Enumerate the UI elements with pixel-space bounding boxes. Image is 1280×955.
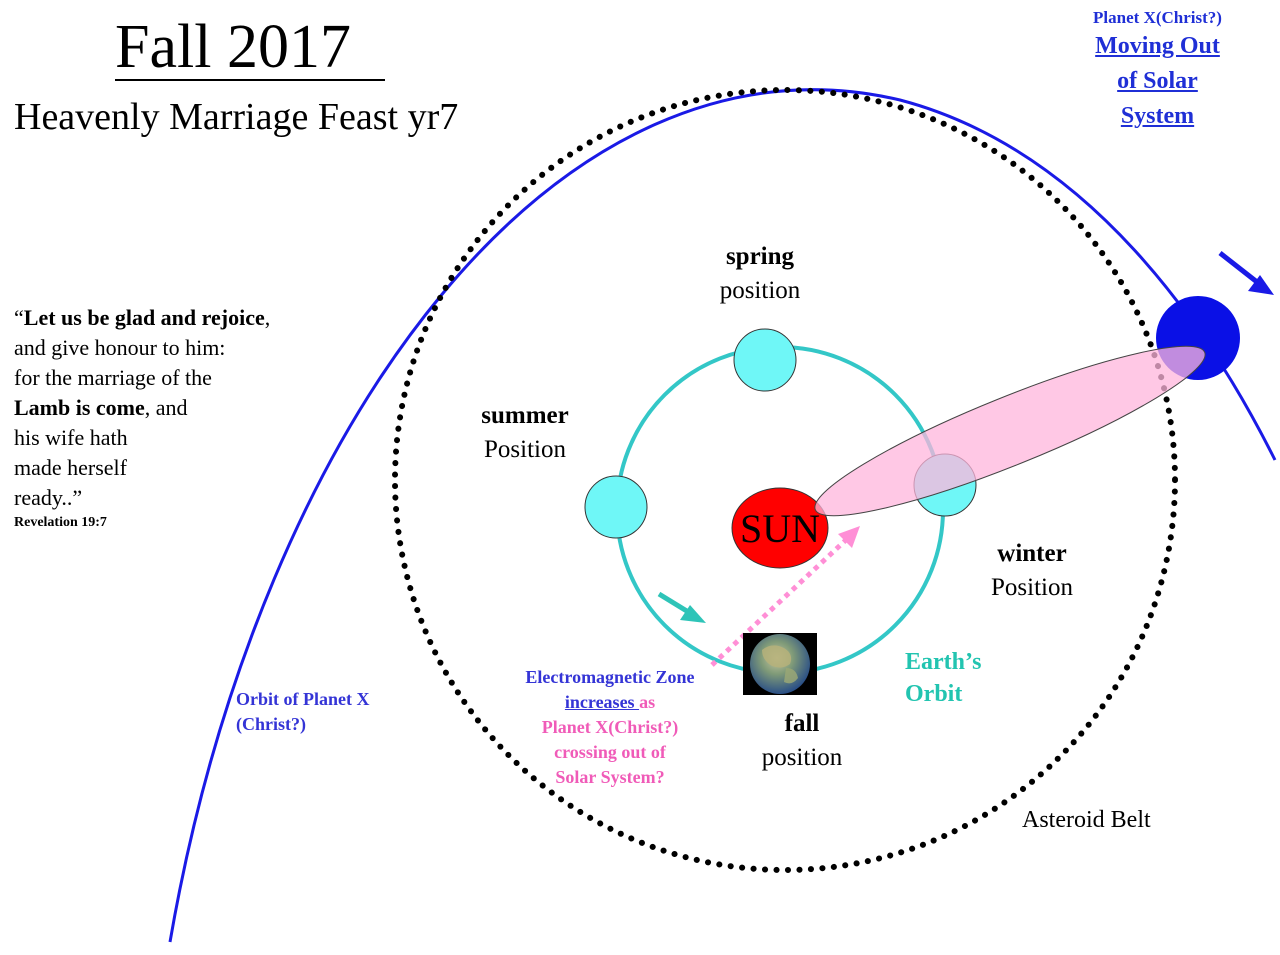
planet-x-orbit-label-line1: Orbit of Planet X [236,689,370,709]
quote-line5: his wife hath [14,425,128,450]
em-zone-line4: crossing out of [554,742,666,762]
earth-orbit-label-line1: Earth’s [905,649,982,675]
scripture-quote: “Let us be glad and rejoice, and give ho… [14,303,270,533]
winter-label-name: winter [997,540,1067,567]
fall-label-name: fall [784,710,820,737]
em-zone-line5: Solar System? [555,767,665,787]
winter-label: winter Position [962,537,1102,605]
quote-reference: Revelation 19:7 [14,515,107,530]
title-underline [115,79,385,81]
spring-label-sub: position [719,277,801,304]
quote-open: “ [14,305,24,330]
planet-x-status-line3: of Solar [1117,68,1198,94]
quote-line6: made herself [14,455,127,480]
page-title: Fall 2017 [115,13,351,81]
planet-x-direction-arrow [1218,251,1259,284]
winter-label-sub: Position [991,574,1073,601]
quote-line3: for the marriage of the [14,365,212,390]
quote-line2: and give honour to him: [14,335,226,360]
em-zone-line1: Electromagnetic Zone [525,667,695,687]
planet-x-direction-arrowhead [1248,275,1274,295]
quote-bold2: Lamb is come [14,395,145,420]
planet-x-status-line2: Moving Out [1095,33,1220,59]
planet-x-orbit-label-line2: (Christ?) [236,714,306,734]
page-subtitle: Heavenly Marriage Feast yr7 [14,96,459,138]
fall-label-sub: position [761,744,843,771]
earth-globe-icon [743,633,817,695]
asteroid-belt [392,87,1178,873]
em-zone-arrowhead [838,526,860,548]
earth-orbit-label: Earth’s Orbit [905,646,981,710]
earth-direction-arrowhead [680,605,706,623]
em-zone-increases: increases [564,692,640,712]
quote-bold1: Let us be glad and rejoice [23,305,265,330]
planet-x-orbit-label: Orbit of Planet X (Christ?) [236,687,369,737]
planet-x-status-line1: Planet X(Christ?) [1093,8,1222,27]
em-zone-label: Electromagnetic Zone increases as Planet… [492,665,728,790]
fall-label: fall position [732,707,872,775]
sun-label: SUN [739,506,821,551]
summer-label-name: summer [481,402,569,429]
em-zone-arrow [710,536,850,667]
sun [731,487,829,569]
summer-label: summer Position [455,399,595,467]
asteroid-belt-label: Asteroid Belt [1022,807,1151,833]
summer-planet [584,475,648,539]
earth-direction-arrow [657,591,692,616]
planet-x-status: Planet X(Christ?) Moving Out of Solar Sy… [1040,7,1275,134]
summer-label-sub: Position [484,436,566,463]
quote-t1: , [264,305,271,330]
em-zone-line3: Planet X(Christ?) [541,717,679,737]
earth-orbit-label-line2: Orbit [905,681,963,707]
em-zone-as: as [639,692,656,712]
quote-line7: ready..” [14,485,83,510]
quote-t2: , and [144,395,188,420]
spring-planet [733,328,797,392]
planet-x-status-line4: System [1120,103,1195,129]
planet-x-orbit [168,88,1277,943]
spring-label: spring position [690,240,830,308]
electromagnetic-zone [814,345,1206,517]
spring-label-name: spring [725,243,795,270]
